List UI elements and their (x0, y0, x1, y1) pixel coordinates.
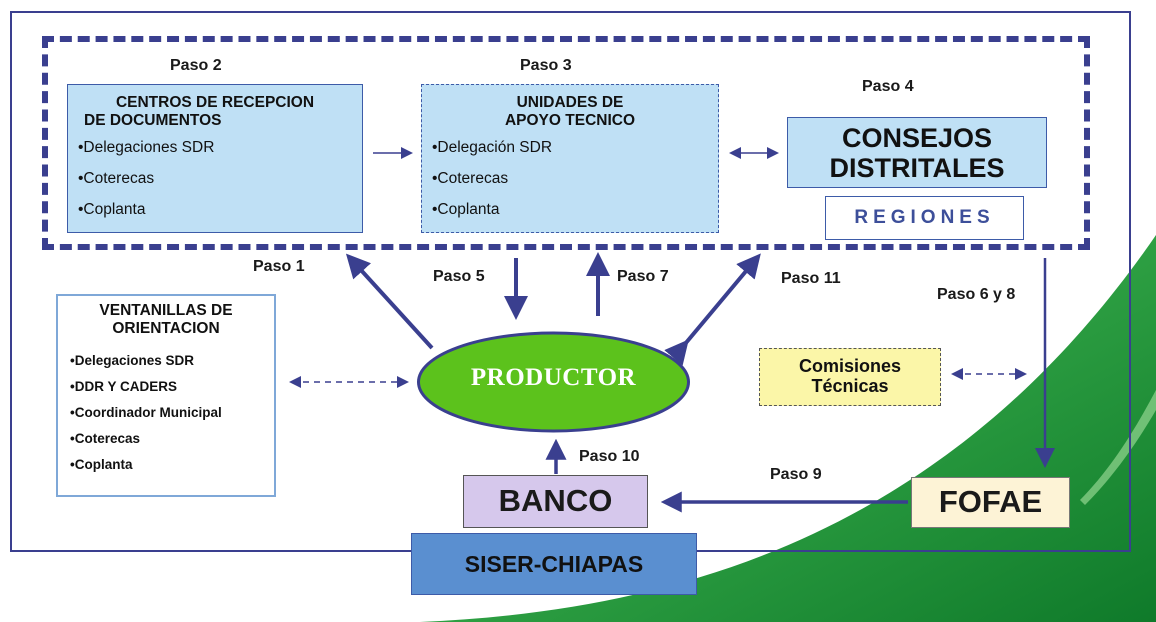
ventanillas-title-line1: VENTANILLAS DE (99, 302, 233, 319)
consejos-title-line2: DISTRITALES (829, 153, 1005, 183)
unidades-title-line1: UNIDADES DE (516, 94, 624, 111)
centros-title-line1: CENTROS DE RECEPCION (115, 94, 315, 111)
paso1-label: Paso 1 (253, 258, 305, 275)
ventanillas-title-line2: ORIENTACION (112, 320, 220, 337)
paso7-label: Paso 7 (617, 268, 669, 285)
consejos-distritales-box: CONSEJOS DISTRITALES (787, 117, 1047, 188)
siser-label: SISER-CHIAPAS (464, 551, 644, 577)
comisiones-line1: Comisiones (798, 356, 902, 376)
paso2-label: Paso 2 (170, 57, 222, 74)
unidades-apoyo-box: UNIDADES DE APOYO TECNICO •Delegación SD… (421, 84, 719, 233)
fofae-label: FOFAE (938, 484, 1043, 519)
siser-box: SISER-CHIAPAS (411, 533, 697, 595)
banco-label: BANCO (498, 483, 613, 518)
paso9-label: Paso 9 (770, 466, 822, 483)
ventanillas-item: •DDR Y CADERS (70, 379, 177, 394)
centros-recepcion-box: CENTROS DE RECEPCION DE DOCUMENTOS •Dele… (67, 84, 363, 233)
ventanillas-item: •Coterecas (70, 431, 141, 446)
banco-box: BANCO (463, 475, 648, 528)
regiones-label: REGIONES (854, 207, 995, 228)
paso10-label: Paso 10 (579, 448, 640, 465)
arrow-paso1 (345, 253, 434, 350)
comisiones-line2: Técnicas (811, 376, 889, 396)
unidades-item: •Coplanta (432, 201, 500, 218)
consejos-title-line1: CONSEJOS (841, 123, 993, 153)
fofae-box: FOFAE (911, 477, 1070, 528)
centros-item: •Coterecas (78, 170, 155, 187)
swoosh-highlight (1080, 390, 1156, 505)
productor-ellipse (417, 331, 690, 433)
regiones-box: REGIONES (825, 196, 1024, 240)
unidades-title-line2: APOYO TECNICO (504, 112, 636, 129)
unidades-item: •Coterecas (432, 170, 509, 187)
arrow-paso11 (664, 253, 761, 366)
centros-item: •Delegaciones SDR (78, 139, 215, 156)
paso6y8-label: Paso 6 y 8 (937, 286, 1016, 303)
ventanillas-box: VENTANILLAS DE ORIENTACION •Delegaciones… (56, 294, 276, 497)
comisiones-box: Comisiones Técnicas (759, 348, 941, 406)
unidades-item: •Delegación SDR (432, 139, 553, 156)
paso3-label: Paso 3 (520, 57, 572, 74)
paso5-label: Paso 5 (433, 268, 485, 285)
dashed-region (42, 36, 1090, 250)
ventanillas-item: •Coplanta (70, 457, 133, 472)
ventanillas-item: •Delegaciones SDR (70, 353, 195, 368)
paso4-label: Paso 4 (862, 78, 914, 95)
ventanillas-item: •Coordinador Municipal (70, 405, 222, 420)
productor-label: PRODUCTOR (470, 364, 637, 391)
centros-title-line2: DE DOCUMENTOS (84, 112, 222, 129)
paso11-label: Paso 11 (781, 270, 841, 287)
centros-item: •Coplanta (78, 201, 146, 218)
